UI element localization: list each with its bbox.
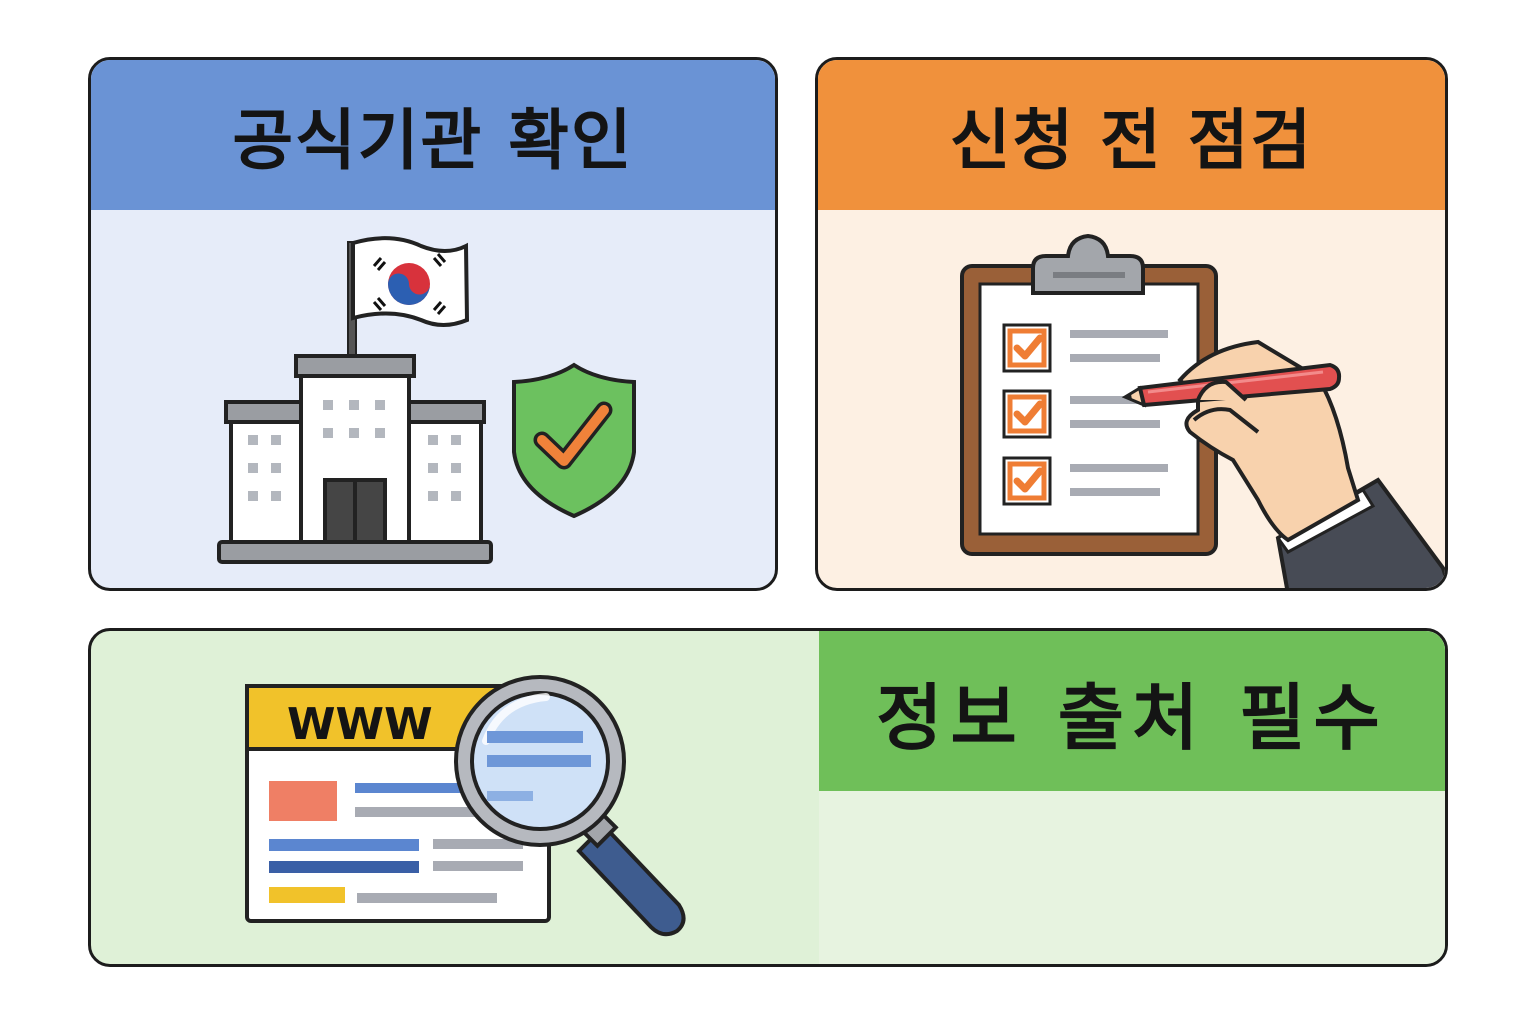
- web-search-illustration: WWW: [245, 675, 686, 937]
- information-source-card: 정보 출처 필수 WWW: [88, 628, 1448, 967]
- verified-shield-icon: [512, 362, 636, 519]
- building-windows: [248, 400, 461, 501]
- clipboard-checklist-icon: [960, 233, 1218, 556]
- browser-www-label: WWW: [287, 699, 433, 750]
- building-shield-illustration: [217, 236, 636, 564]
- korean-flag-icon: [347, 236, 470, 363]
- pre-application-check-card: 신청 전 점검: [815, 57, 1448, 591]
- card-title: 공식기관 확인: [91, 60, 775, 210]
- official-agency-card: 공식기관 확인: [88, 57, 778, 591]
- magnifying-glass-icon: [454, 675, 686, 937]
- clipboard-illustration: [960, 233, 1445, 588]
- card-title: 신청 전 점검: [818, 60, 1445, 210]
- hand-pen-icon: [1121, 339, 1445, 588]
- card-title: 정보 출처 필수: [819, 631, 1445, 791]
- government-building-icon: [217, 354, 493, 564]
